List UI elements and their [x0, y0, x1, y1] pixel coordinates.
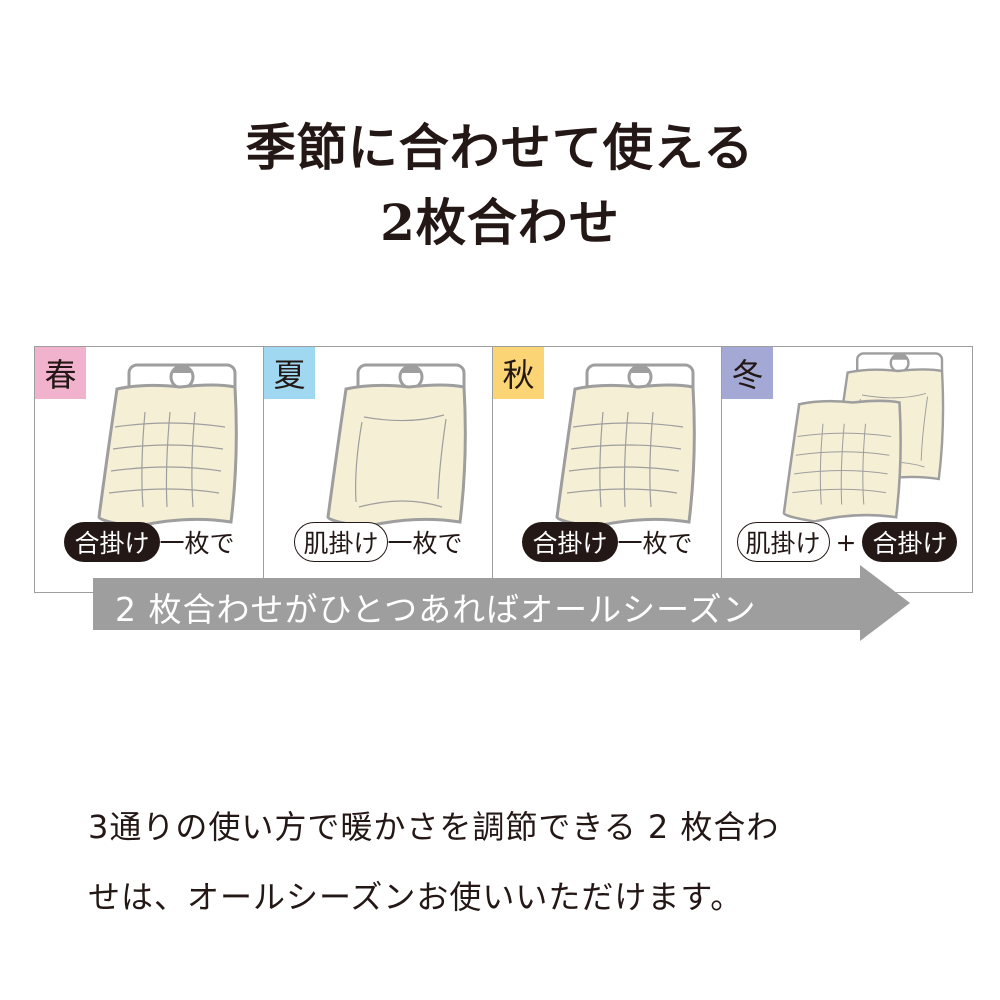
futon-double-illustration: [782, 352, 945, 522]
title-line-1: 季節に合わせて使える: [245, 118, 755, 177]
pill-aigake: 合掛け: [64, 522, 160, 562]
description-line-2: せは、オールシーズンお使いいただけます。: [88, 878, 744, 916]
panel-winter: 冬 肌掛け+合掛け: [722, 347, 972, 592]
futon-quilted-illustration: [97, 363, 238, 527]
pill-hadagake: 肌掛け: [294, 522, 388, 562]
all-season-arrow: [93, 565, 910, 641]
description-line-1: 3通りの使い方で暖かさを調節できる 2 枚合わ: [88, 808, 780, 846]
caption-suffix: 一枚で: [159, 529, 235, 558]
season-label-winter: 冬: [722, 347, 773, 399]
title-line-2: 2枚合わせ: [380, 193, 620, 252]
pill-aigake: 合掛け: [862, 522, 958, 562]
plus-sign: +: [835, 527, 857, 557]
caption-suffix: 一枚で: [617, 529, 693, 558]
pill-hadagake: 肌掛け: [736, 522, 830, 562]
season-label-summer: 夏: [264, 347, 315, 399]
pill-aigake: 合掛け: [522, 522, 618, 562]
panel-summer: 夏 肌掛け一枚で: [264, 347, 493, 592]
season-label-spring: 春: [35, 347, 86, 399]
arrow-text: 2 枚合わせがひとつあればオールシーズン: [115, 590, 757, 629]
futon-plain-illustration: [326, 363, 467, 527]
panel-autumn: 秋 合掛け一枚で: [493, 347, 722, 592]
season-label-autumn: 秋: [493, 347, 544, 399]
season-panels: 春 合掛け一枚で 夏 肌掛け一枚で 秋 合掛け一枚で 冬 肌掛け+合掛け: [34, 346, 973, 593]
panel-spring: 春 合掛け一枚で: [35, 347, 264, 592]
caption-suffix: 一枚で: [387, 529, 463, 558]
futon-quilted-illustration: [555, 363, 696, 527]
